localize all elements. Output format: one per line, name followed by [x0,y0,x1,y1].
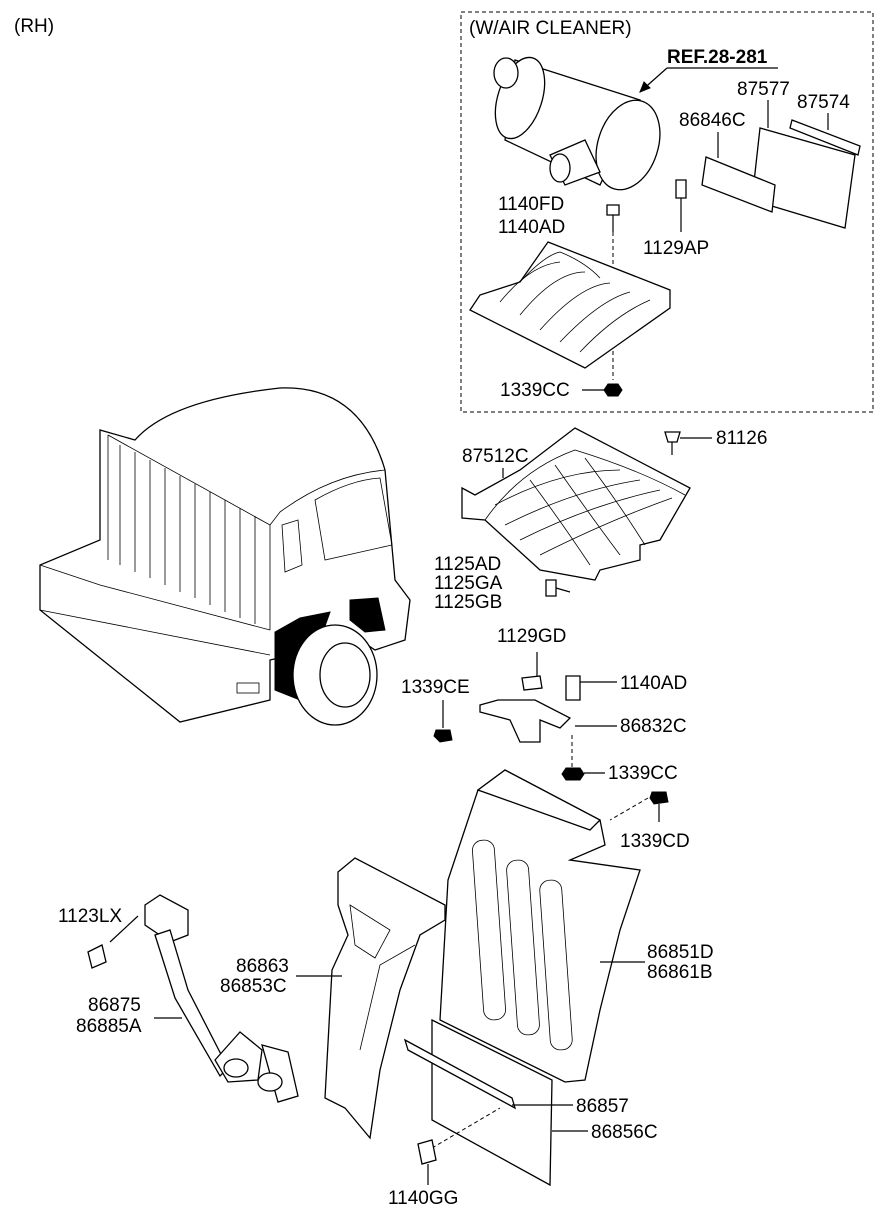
part-1125GB: 1125GB [434,592,502,613]
air-cleaner-inset: (W/AIR CLEANER) REF.28-281 87577 87574 8… [460,11,874,413]
part-86856C: 86856C [591,1122,658,1143]
part-86832C: 86832C [620,716,687,737]
bracket-86846C [701,156,776,213]
part-86863: 86863 [236,956,289,977]
part-86875: 86875 [88,995,141,1016]
part-1125GA: 1125GA [434,573,503,594]
stay-86875 [144,894,299,1103]
part-86853C: 86853C [220,976,287,997]
ref-label: REF.28-281 [667,47,768,68]
part-1339CC-inset: 1339CC [500,380,570,401]
truck-drawing [39,387,411,726]
part-1125AD: 1125AD [434,554,501,575]
part-1140FD: 1140FD [498,194,564,215]
part-86861B: 86861B [647,962,713,983]
part-1123LX: 1123LX [58,906,122,927]
part-1129GD: 1129GD [497,626,566,647]
part-86857: 86857 [576,1096,629,1117]
air-cleaner-drawing [493,56,661,191]
inner-fender-86863 [324,857,446,1140]
part-86851D: 86851D [647,942,714,963]
part-87577: 87577 [737,79,790,100]
mudguard-86851D [439,769,641,1083]
mudflap-86856C [403,1018,553,1187]
part-87512C: 87512C [462,446,529,467]
part-1129AP: 1129AP [643,238,709,259]
side-label: (RH) [14,16,54,37]
inset-title: (W/AIR CLEANER) [469,18,632,39]
part-1339CC: 1339CC [608,763,678,784]
part-87574: 87574 [797,92,850,113]
part-1339CE: 1339CE [401,677,470,698]
part-1140AD: 1140AD [498,217,565,238]
part-1339CD: 1339CD [620,831,690,852]
inset-frame [460,11,874,413]
plate-87577 [751,127,856,229]
part-86885A: 86885A [76,1016,142,1037]
saddle-tray [469,241,671,369]
strip-87574 [789,119,861,156]
part-1140AD: 1140AD [620,673,687,694]
cover-87512C [461,427,691,581]
bracket-86832C [479,699,572,743]
part-1140GG: 1140GG [388,1188,458,1209]
part-81126: 81126 [716,428,767,449]
part-86846C: 86846C [679,110,746,131]
